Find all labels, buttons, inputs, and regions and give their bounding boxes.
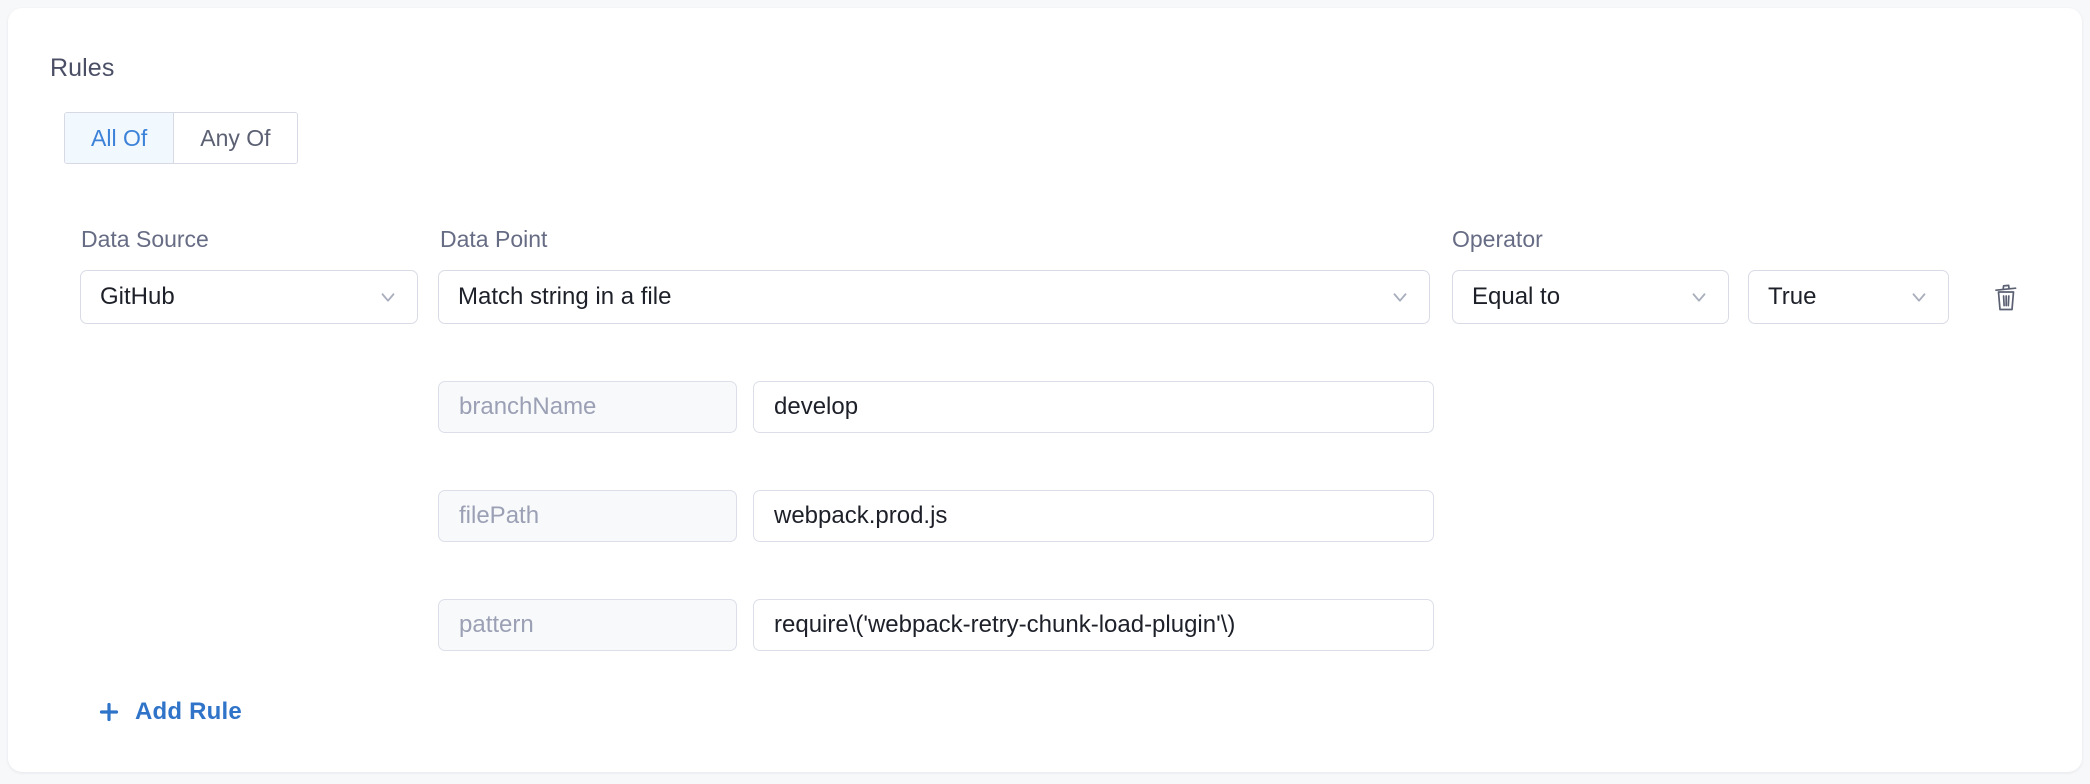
rules-card: Rules All Of Any Of Data Source Data Poi… (8, 8, 2082, 772)
toggle-all-of[interactable]: All Of (65, 113, 174, 163)
chevron-down-icon (1682, 280, 1716, 314)
data-point-select[interactable]: Match string in a file (438, 270, 1430, 324)
operand-select[interactable]: True (1748, 270, 1949, 324)
plus-icon (96, 699, 122, 725)
chevron-down-icon (1383, 280, 1417, 314)
toggle-any-of[interactable]: Any Of (173, 113, 297, 163)
chevron-down-icon (371, 280, 405, 314)
page-title: Rules (50, 54, 115, 82)
parameter-key: branchName (438, 381, 737, 433)
match-type-toggle-group: All Of Any Of (64, 112, 298, 164)
parameter-key: filePath (438, 490, 737, 542)
parameter-value-input[interactable]: webpack.prod.js (753, 490, 1434, 542)
parameter-value-input[interactable]: develop (753, 381, 1434, 433)
data-point-value: Match string in a file (458, 283, 672, 310)
delete-rule-button[interactable] (1984, 276, 2028, 320)
chevron-down-icon (1902, 280, 1936, 314)
parameter-key: pattern (438, 599, 737, 651)
operator-label: Operator (1452, 226, 1543, 252)
parameter-value-input[interactable]: require\('webpack-retry-chunk-load-plugi… (753, 599, 1434, 651)
add-rule-button[interactable]: Add Rule (96, 698, 242, 726)
data-source-label: Data Source (81, 226, 209, 252)
data-source-select[interactable]: GitHub (80, 270, 418, 324)
data-point-label: Data Point (440, 226, 548, 252)
operator-value: Equal to (1472, 283, 1561, 310)
add-rule-label: Add Rule (135, 698, 242, 725)
trash-icon (1991, 281, 2021, 316)
data-source-value: GitHub (100, 283, 175, 310)
operand-value: True (1768, 283, 1817, 310)
operator-select[interactable]: Equal to (1452, 270, 1729, 324)
